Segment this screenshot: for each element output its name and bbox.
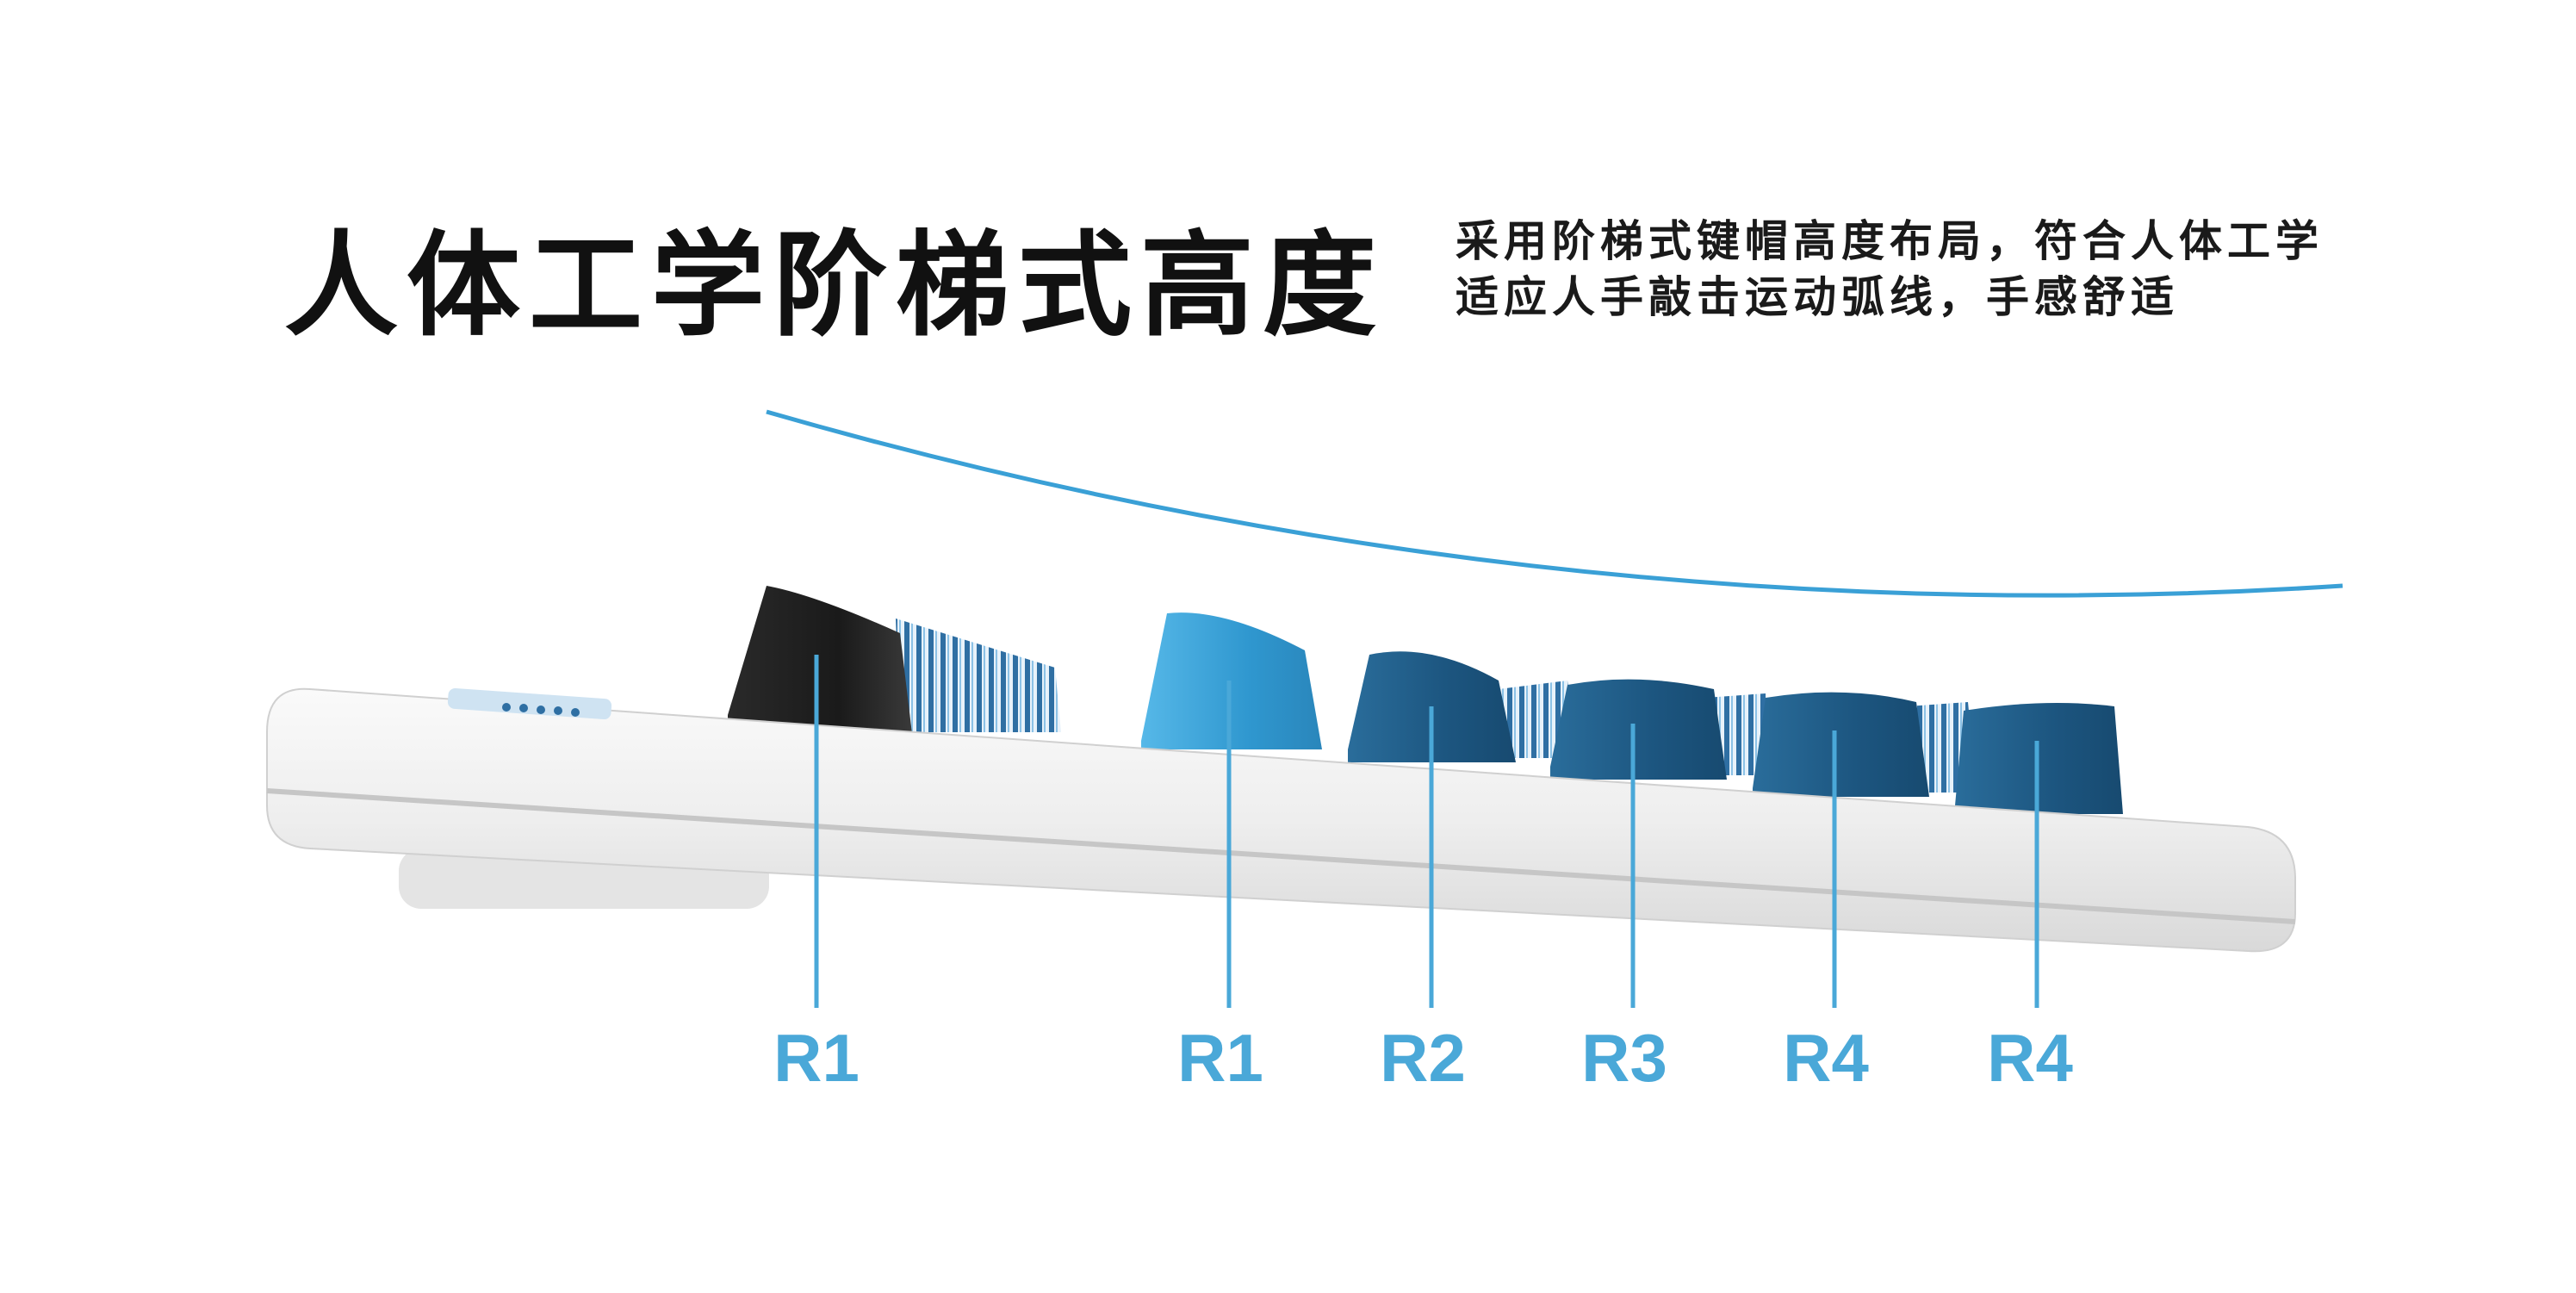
- description-line-1: 采用阶梯式键帽高度布局，符合人体工学: [1456, 216, 2324, 266]
- indicator-lights: [502, 703, 580, 717]
- keyboard-case: [266, 687, 2296, 953]
- keycap-r3: [1550, 679, 1727, 780]
- description-line-2: 适应人手敲击运动弧线，手感舒适: [1456, 272, 2179, 322]
- row-label-r3: R3: [1581, 1020, 1667, 1096]
- ergonomic-arc: [766, 409, 2343, 598]
- row-label-r1: R1: [773, 1020, 860, 1096]
- keycap-r4-a: [1753, 692, 1929, 797]
- page-title: 人体工学阶梯式高度: [284, 220, 1385, 352]
- case-groove: [266, 788, 2296, 924]
- keycap-r1-black: [728, 586, 913, 741]
- keycap-r1-light-blue: [1141, 612, 1322, 749]
- row-label-r1: R1: [1177, 1020, 1263, 1096]
- keycap-side-stripes: [896, 619, 1061, 732]
- indicator-window: [447, 687, 612, 720]
- row-label-r2: R2: [1380, 1020, 1466, 1096]
- row-label-r4: R4: [1987, 1020, 2073, 1096]
- row-label-r4: R4: [1783, 1020, 1869, 1096]
